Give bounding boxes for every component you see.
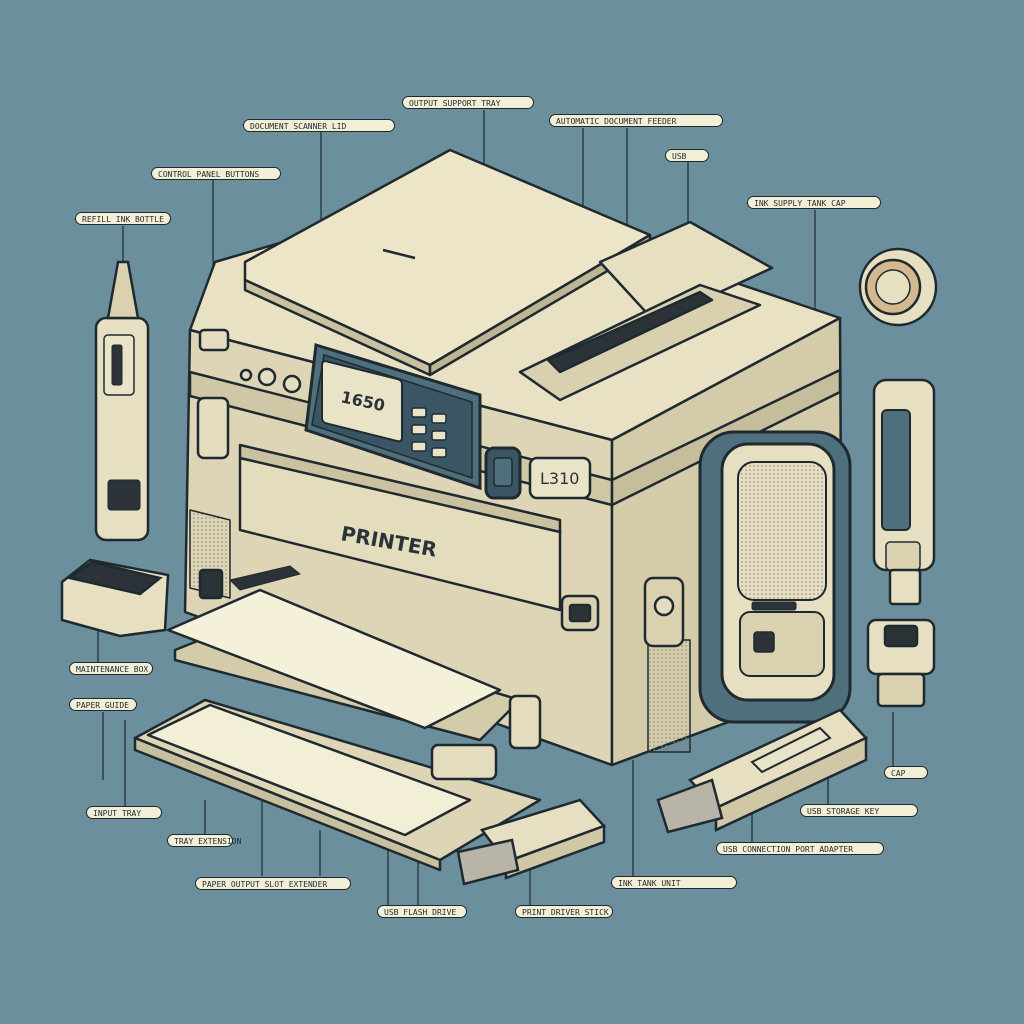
callout-cable-port: USB CONNECTION PORT ADAPTER (716, 842, 884, 855)
callout-ink-tank-cap: INK SUPPLY TANK CAP (747, 196, 881, 209)
callout-left-cartridge: MAINTENANCE BOX (69, 662, 153, 675)
callout-ink-cap-right: CAP (884, 766, 928, 779)
ink-cap-right (866, 618, 936, 708)
callout-usb-port: USB (665, 149, 709, 162)
callout-usb-drive-b: PRINT DRIVER STICK (515, 905, 613, 918)
ink-bottle-left (94, 260, 150, 542)
control-panel (304, 343, 522, 500)
callout-paper-tray: INPUT TRAY (86, 806, 162, 819)
callout-ink-bottle-left: REFILL INK BOTTLE (75, 212, 171, 225)
roller-knob (858, 247, 938, 327)
model-badge (528, 456, 592, 500)
ink-tank-unit (698, 430, 852, 724)
usb-drive-large (656, 708, 869, 834)
callout-paper-guide: PAPER GUIDE (69, 698, 137, 711)
callout-feeder: AUTOMATIC DOCUMENT FEEDER (549, 114, 723, 127)
callout-top-tray: OUTPUT SUPPORT TRAY (402, 96, 534, 109)
leader-lines (97, 110, 894, 906)
maintenance-box (60, 558, 170, 638)
paper-tray (133, 565, 542, 872)
ink-bottle-right (872, 378, 936, 606)
callout-usb-drive-c: USB STORAGE KEY (800, 804, 918, 817)
callout-ink-tank-unit: INK TANK UNIT (611, 876, 737, 889)
callout-tray-extension: TRAY EXTENSION (167, 834, 241, 847)
usb-drive-small (456, 798, 607, 886)
model-badge-text: L310 (540, 469, 579, 488)
callout-output-slot: PAPER OUTPUT SLOT EXTENDER (195, 877, 351, 890)
callout-scanner-lid: DOCUMENT SCANNER LID (243, 119, 395, 132)
callout-usb-drive-a: USB FLASH DRIVE (377, 905, 467, 918)
callout-control-panel: CONTROL PANEL BUTTONS (151, 167, 281, 180)
